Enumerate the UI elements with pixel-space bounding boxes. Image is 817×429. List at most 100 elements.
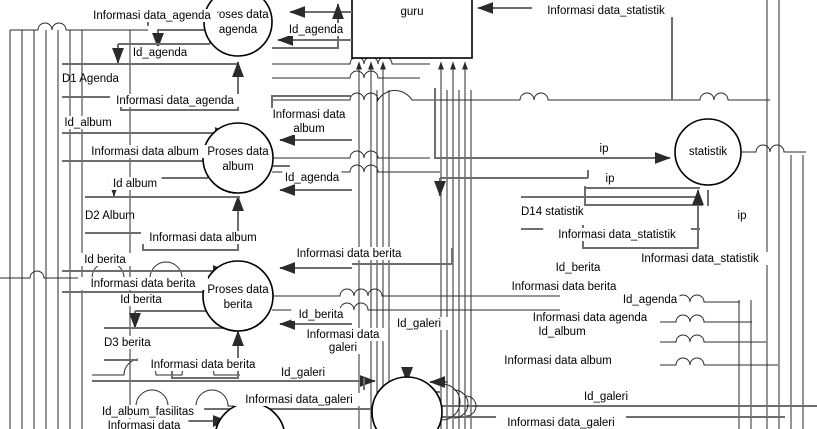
flow-label-backdrop: [576, 390, 636, 403]
process-agenda[interactable]: Proses data agenda: [203, 0, 273, 57]
flow-label: Informasi data berita: [138, 358, 268, 371]
flow-label-text: Id_galeri: [397, 318, 441, 330]
flow-label-text: Id berita: [84, 254, 126, 266]
process-berita[interactable]: Proses data berita: [202, 260, 274, 332]
entity-guru-label: guru: [400, 6, 423, 18]
flow-label-text: Id_berita: [556, 262, 601, 274]
flow-label-text: D3 berita: [104, 337, 151, 349]
flow-label-text: statistik: [689, 146, 728, 158]
flow-label-backdrop: [496, 416, 626, 429]
flow-label-text: Id_album: [64, 117, 111, 129]
flow-label: Id album: [108, 177, 162, 190]
flow-label-backdrop: [75, 253, 135, 266]
flow-label: Informasi data berita: [499, 280, 629, 293]
flow-label-backdrop: [389, 317, 449, 330]
galeri-right-bundle: [429, 376, 477, 421]
flow-label-backdrop: [499, 280, 629, 293]
flow-label-backdrop: [91, 405, 205, 418]
flow-label-text: Informasi data agenda: [533, 312, 648, 324]
flow-label: statistik: [678, 145, 738, 158]
flow-label-backdrop: [620, 293, 680, 306]
flow-label-text: Informasi data album: [504, 355, 611, 367]
flow-label-text: Informasi data album: [149, 232, 256, 244]
flow-label-text: Id_album: [538, 326, 585, 338]
flow-label-backdrop: [273, 366, 333, 379]
flow-label: Id_album: [535, 325, 589, 338]
flow-label-backdrop: [298, 328, 388, 341]
flow-label-text: Id_galeri: [281, 367, 325, 379]
flow-label-text: Informasi data_galeri: [507, 417, 614, 429]
flow-label: Id_galeri: [576, 390, 636, 403]
flow-label: Id_agenda: [620, 293, 680, 306]
flow-label: Informasi data_agenda: [110, 94, 240, 107]
flow-label-text: Informasi data_statistik: [641, 253, 759, 265]
flow-label-text: album: [293, 123, 324, 135]
flow-label-backdrop: [111, 293, 171, 306]
flow-label-backdrop: [264, 108, 354, 121]
flow-label: Informasi data: [99, 419, 189, 429]
flow-label: Id_agenda: [130, 46, 190, 59]
flow-label: Id_galeri: [389, 317, 449, 330]
flow-label: Informasi data berita: [78, 277, 208, 290]
flow-label-text: Id_galeri: [584, 391, 628, 403]
flow-label-backdrop: [130, 46, 190, 59]
flow-label-text: galeri: [329, 342, 357, 354]
flow-label-text: Id_album_fasilitas: [102, 406, 194, 418]
flow-label: Informasi data album: [141, 231, 265, 244]
flow-label: Id_agenda: [282, 171, 342, 184]
flow-label-backdrop: [108, 177, 162, 190]
process-agenda-label-line1: Proses data: [207, 9, 269, 21]
process-fasilitas[interactable]: [215, 402, 285, 429]
flow-label: ip: [733, 209, 751, 222]
process-galeri[interactable]: [371, 376, 443, 429]
flow-label-backdrop: [141, 231, 265, 244]
flow-label-backdrop: [99, 419, 189, 429]
flow-label-text: ip: [606, 173, 615, 185]
flow-label-text: Id berita: [120, 294, 162, 306]
data-store-d2-label: D2 Album: [85, 210, 135, 222]
flow-label-text: ip: [738, 210, 747, 222]
flow-label-backdrop: [138, 358, 268, 371]
flow-label-backdrop: [548, 261, 608, 274]
flow-label-text: Informasi data berita: [512, 281, 617, 293]
flow-label-text: Informasi data: [307, 329, 380, 341]
flow-label-backdrop: [496, 354, 620, 367]
flow-label-text: Informasi data_galeri: [245, 394, 352, 406]
flow-label: Id_album_fasilitas: [91, 405, 205, 418]
flow-label-backdrop: [626, 252, 774, 265]
flow-label-text: Informasi data album: [91, 146, 198, 158]
flow-label-backdrop: [291, 122, 327, 135]
flows-statistik: D14 statistik: [434, 1, 709, 249]
flow-label-text: Informasi data_agenda: [93, 10, 211, 22]
flow-label-backdrop: [291, 308, 351, 321]
flow-label-text: Informasi data berita: [91, 278, 196, 290]
flow-label-backdrop: [282, 171, 342, 184]
flow-label-text: Informasi data: [273, 109, 346, 121]
flow-label: Informasi data_agenda: [87, 9, 217, 22]
flow-label-text: Id_agenda: [133, 47, 188, 59]
flow-label-backdrop: [83, 145, 207, 158]
flow-label-text: Informasi data_statistik: [547, 5, 665, 17]
process-album[interactable]: Proses data album: [202, 122, 274, 194]
flow-label: D3 berita: [101, 336, 161, 349]
flow-label-text: Informasi data_statistik: [558, 229, 676, 241]
flow-label-backdrop: [101, 336, 161, 349]
flow-label-backdrop: [601, 172, 619, 185]
flow-label-backdrop: [535, 325, 589, 338]
flow-label-layer: Informasi data_agendaId_agendaInformasi …: [61, 4, 774, 429]
flow-label-text: Id_agenda: [289, 24, 344, 36]
flow-label: Informasi data_statistik: [543, 228, 691, 241]
flow-label-backdrop: [78, 277, 208, 290]
flow-label: galeri: [322, 341, 364, 354]
flow-label-backdrop: [286, 23, 346, 36]
process-berita-label-line2: berita: [224, 299, 253, 311]
data-store-d14-label: D14 statistik: [521, 206, 584, 218]
flow-label: Id_galeri: [273, 366, 333, 379]
process-berita-label-line1: Proses data: [207, 284, 269, 296]
flow-label: ip: [601, 172, 619, 185]
flow-label: Informasi data_galeri: [496, 416, 626, 429]
flow-label-backdrop: [733, 209, 751, 222]
flow-label: Id_album: [61, 116, 115, 129]
entity-guru[interactable]: guru: [351, 0, 473, 59]
